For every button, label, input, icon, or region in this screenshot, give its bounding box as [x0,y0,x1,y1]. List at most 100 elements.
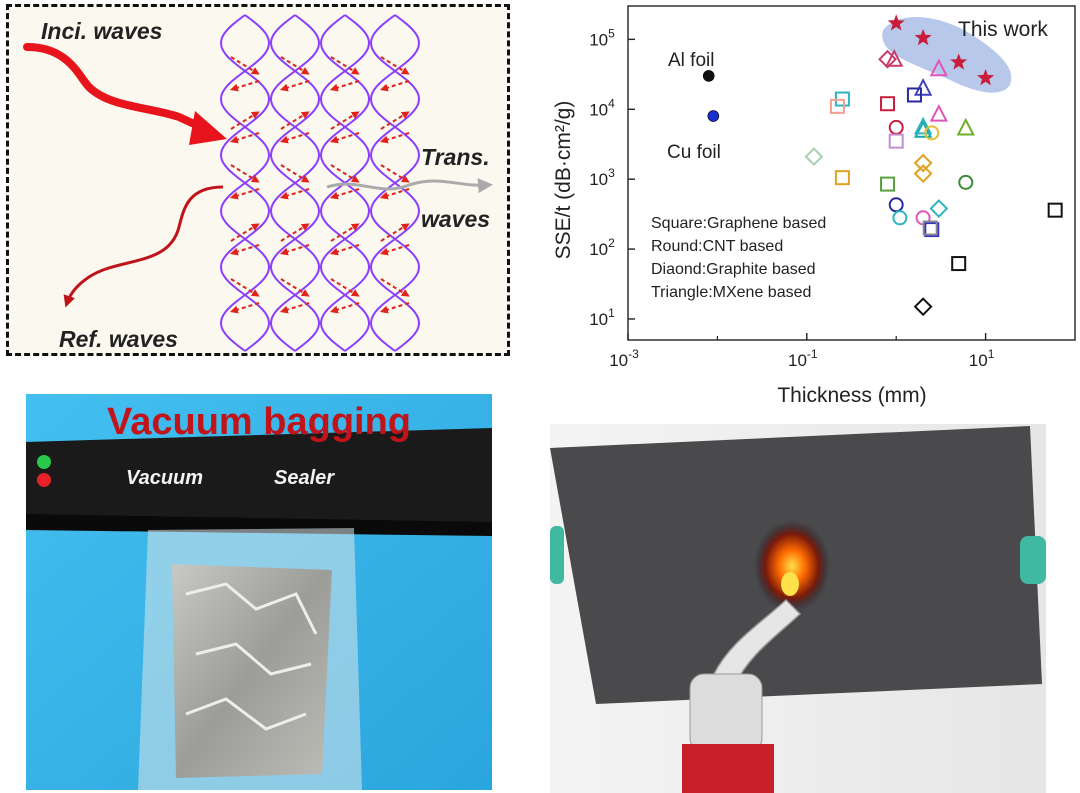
mesh-strand [369,14,421,352]
square-marker [829,98,845,114]
diamond-marker [804,147,824,167]
y-tick-label: 101 [589,306,615,329]
reflection-arrow [329,188,360,200]
red-indicator-light [37,473,51,487]
x-tick-label: 101 [969,347,995,370]
foil-creases [185,582,318,731]
y-tick-label: 102 [589,236,615,259]
torch-handle [689,673,763,753]
reflection-arrow [379,302,410,314]
reflection-arrow [330,223,360,242]
diamond-marker [913,297,933,317]
reflected-waves-label: Ref. waves [59,326,178,352]
reflection-arrow [279,244,310,256]
diamond-marker [878,49,897,69]
square-marker [924,222,940,238]
x-tick-label: 10-1 [788,347,818,370]
reflection-arrow [329,302,360,314]
reflection-arrow [379,244,410,256]
reflection-arrow [229,80,260,92]
diamond-marker [929,199,949,218]
square-marker [1047,202,1063,218]
this-work-highlight [882,17,1012,93]
sealer-brand-vacuum: Vacuum [126,467,203,489]
gas-canister [682,744,774,793]
y-tick-label: 105 [589,26,615,49]
reflection-arrow [330,111,360,130]
reflection-arrow [379,80,410,92]
vacuum-bagging-title: Vacuum bagging [107,401,411,443]
reflection-arrow [279,188,310,200]
this-work-star-marker [887,14,905,31]
flame-test-photo [550,424,1046,793]
y-tick-label: 104 [589,96,615,119]
reflection-arrow [229,244,260,256]
circle-marker [892,210,908,226]
legend-line-round: Round:CNT based [651,238,783,255]
reflection-arrow [229,132,260,144]
reflection-arrow [379,132,410,144]
al-foil-label: Al foil [668,50,714,71]
square-marker [834,170,850,186]
triangle-marker [885,49,904,67]
flame-core [781,572,799,596]
reflection-arrow [280,56,310,75]
vacuum-bagging-photo: Vacuum Sealer Vacuum bagging [26,394,492,790]
reflection-arrow [230,278,260,297]
reflection-arrow [330,56,360,75]
reflection-arrow [329,132,360,144]
circle-marker [888,119,904,135]
square-marker [880,176,896,192]
reflection-arrow [380,223,410,242]
triangle-marker [929,104,948,122]
diamond-marker [913,164,933,184]
incident-wave-arrowhead [189,111,227,145]
mesh-strand [269,14,321,352]
foil-pieces-in-bag [172,564,332,778]
circle-marker [958,174,974,190]
reflection-arrow [379,188,410,200]
y-axis-label: SSE/t (dB·cm²/g) [552,101,575,260]
left-glove [550,526,564,584]
square-marker [880,96,896,112]
this-work-star-marker [950,53,968,70]
reflection-arrow [380,164,410,183]
triangle-marker [913,116,933,135]
reflection-arrow [280,111,310,130]
transmitted-wave-arrow [326,178,493,194]
plot-frame [627,5,1076,341]
reflection-arrow [279,132,310,144]
reflection-arrow [230,56,260,75]
reflection-arrow [380,111,410,130]
reflection-arrow [380,56,410,75]
vacuum-bagging-illustration: Vacuum Sealer Vacuum bagging [26,394,492,790]
sealer-lip [26,514,492,536]
square-marker [906,87,922,103]
incident-waves-label: Inci. waves [41,18,162,44]
legend-line-diamond: Diaond:Graphite based [651,261,816,278]
reflection-arrow [279,302,310,314]
cu-foil-marker [707,110,720,122]
sealer-brand-sealer: Sealer [274,467,335,489]
reflection-arrow [230,223,260,242]
reflection-arrow [330,278,360,297]
square-marker [951,256,967,272]
this-work-label: This work [958,18,1048,41]
flame-test-illustration [550,424,1046,793]
reflection-arrow [280,278,310,297]
reflection-arrow [280,223,310,242]
square-marker [922,220,938,236]
y-tick-label: 103 [589,166,615,189]
x-axis-label: Thickness (mm) [777,384,926,407]
triangle-marker [913,78,933,96]
cu-foil-label: Cu foil [667,142,721,163]
internal-reflections [229,56,410,314]
reflection-arrow [229,188,260,200]
mesh-strand [219,14,271,352]
legend-line-triangle: Triangle:MXene based [651,284,811,301]
circle-marker [888,197,904,213]
flame-burn-spot [754,520,830,612]
